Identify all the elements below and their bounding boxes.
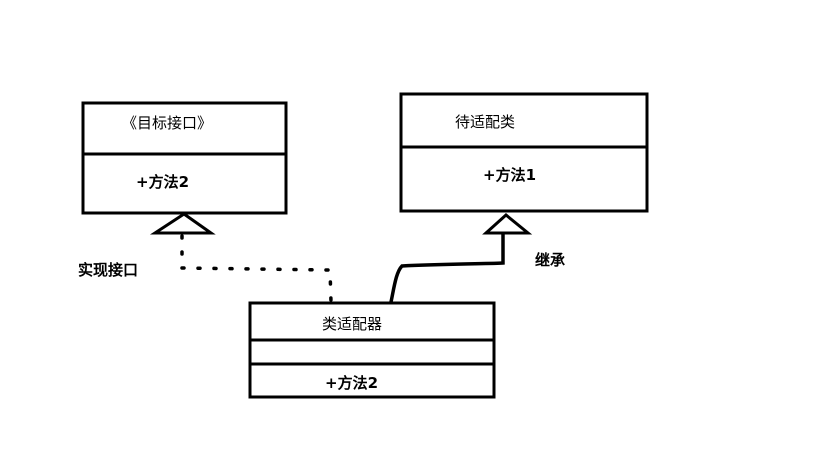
inherits-arrowhead-icon <box>482 213 533 235</box>
target-interface-class: 《目标接口》 +方法2 <box>81 101 288 215</box>
implements-dotted-line <box>180 234 333 304</box>
inherits-relation: 继承 <box>389 213 565 304</box>
inherits-label: 继承 <box>535 251 565 269</box>
implements-label: 实现接口 <box>78 261 138 279</box>
implements-arrowhead-icon <box>149 212 216 235</box>
target-interface-box <box>81 101 288 215</box>
target-interface-name: 《目标接口》 <box>122 114 212 132</box>
adaptee-box <box>399 92 649 213</box>
adaptee-class: 待适配类 +方法1 <box>399 92 649 213</box>
adaptee-name: 待适配类 <box>455 113 515 131</box>
adapter-method: +方法2 <box>325 374 378 392</box>
inherits-line <box>389 232 505 304</box>
adaptee-method: +方法1 <box>483 166 536 184</box>
adapter-class: 类适配器 +方法2 <box>248 301 496 399</box>
adapter-box <box>248 301 496 399</box>
target-interface-method: +方法2 <box>136 173 189 191</box>
implements-relation: 实现接口 <box>78 212 333 304</box>
adapter-name: 类适配器 <box>322 315 382 333</box>
